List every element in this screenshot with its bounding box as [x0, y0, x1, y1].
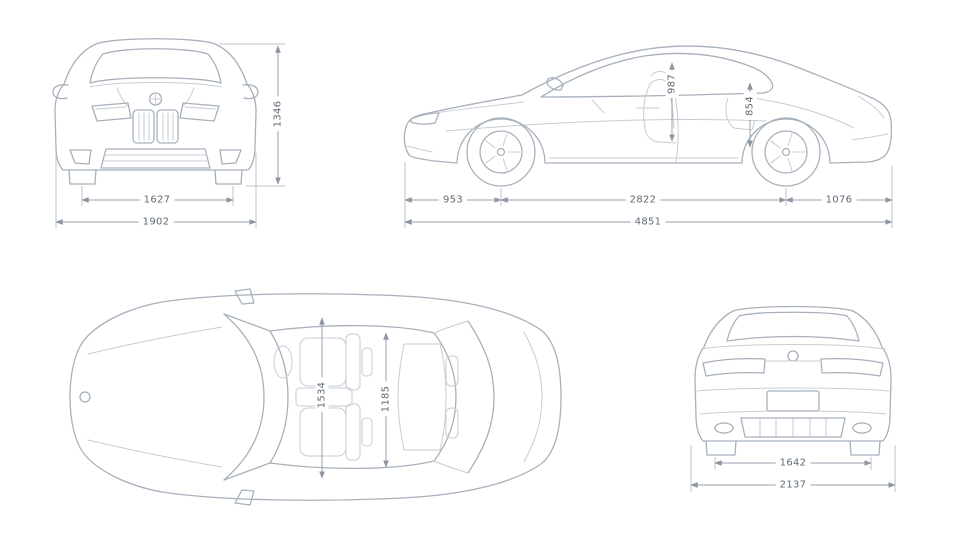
left-exhaust	[714, 422, 734, 434]
dim-side-front-overhang: 953	[439, 193, 467, 207]
dim-side-wheelbase: 2822	[625, 193, 661, 207]
side-mirror	[546, 77, 564, 91]
dim-side-front-headroom: 987	[665, 70, 679, 98]
dim-side-overall-length: 4851	[630, 215, 666, 229]
front-seats	[295, 333, 373, 461]
dim-top-front-interior-width: 1534	[315, 377, 329, 413]
dim-side-rear-overhang: 1076	[821, 193, 857, 207]
dim-front-overall-width: 1902	[138, 215, 174, 229]
top-view-drawing	[69, 288, 562, 506]
dim-top-rear-interior-width: 1185	[379, 381, 393, 417]
right-mirror	[234, 489, 255, 506]
left-headlight	[91, 102, 132, 122]
side-view-drawing	[403, 45, 893, 187]
kidney-grille	[132, 109, 179, 144]
rear-wheel	[751, 117, 821, 187]
dim-side-rear-headroom: 854	[743, 92, 757, 120]
left-mirror	[52, 84, 69, 100]
front-right-wheel	[214, 169, 243, 185]
dim-front-track: 1627	[139, 193, 175, 207]
right-mirror	[242, 84, 259, 100]
front-wheel	[466, 117, 536, 187]
right-exhaust	[852, 422, 872, 434]
front-left-wheel	[68, 169, 97, 185]
left-taillight	[702, 357, 766, 377]
bmw-roundel-icon	[787, 350, 799, 362]
rear-window	[726, 311, 860, 342]
front-seat	[643, 83, 677, 144]
bmw-roundel-icon	[148, 92, 163, 106]
front-view-drawing	[52, 38, 259, 185]
rear-bench	[397, 343, 459, 451]
license-plate	[766, 390, 820, 412]
lower-intake	[100, 148, 211, 169]
right-headlight	[179, 102, 220, 122]
right-taillight	[820, 357, 884, 377]
rear-view-drawing	[694, 305, 892, 456]
diffuser	[740, 417, 846, 438]
bmw-roundel-icon	[79, 391, 91, 403]
steering-wheel	[273, 345, 293, 379]
left-mirror	[234, 288, 255, 305]
dim-rear-overall-width: 2137	[775, 478, 811, 492]
dim-rear-track: 1642	[775, 456, 811, 470]
rear-left-wheel	[705, 440, 737, 456]
rear-right-wheel	[849, 440, 881, 456]
dim-front-height: 1346	[271, 96, 285, 132]
